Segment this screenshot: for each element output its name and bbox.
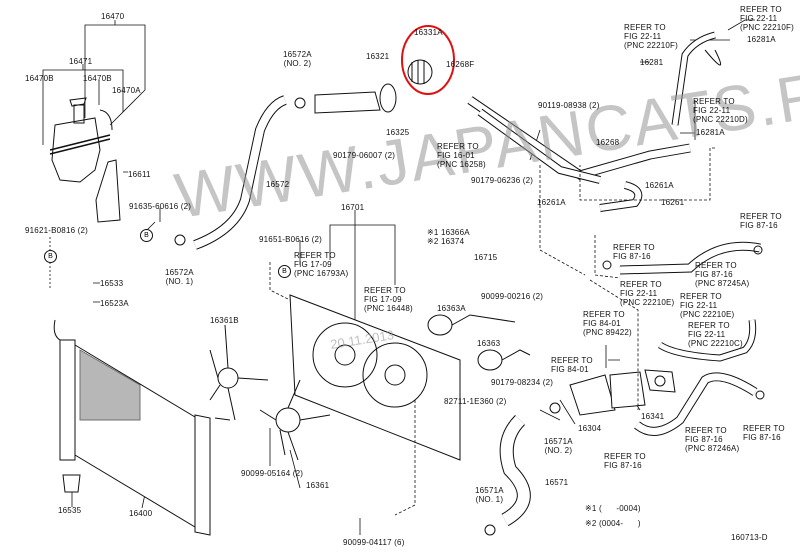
part-label: 16571	[545, 478, 569, 487]
clamps	[174, 97, 765, 536]
water-outlet-16321	[314, 83, 397, 114]
refer-label: REFER TO FIG 84-01 (PNC 89422)	[583, 310, 632, 337]
part-label: 90119-08938 (2)	[538, 101, 600, 110]
diagram-id: 160713-D	[731, 533, 768, 542]
refer-label: REFER TO FIG 87-16	[613, 243, 655, 261]
part-label: 16535	[58, 506, 82, 515]
part-label: 16400	[129, 509, 153, 518]
footnote-2: ※2 (0004- )	[585, 519, 641, 528]
part-label: 90099-00216 (2)	[481, 292, 544, 301]
part-label: ※1 16366A ※2 16374	[427, 228, 470, 246]
refer-label: REFER TO FIG 87-16	[743, 424, 785, 442]
part-label: 91651-B0616 (2)	[259, 235, 323, 244]
refer-label: REFER TO FIG 87-16 (PNC 87245A)	[695, 261, 750, 288]
part-label: 16281A	[696, 128, 725, 137]
part-label: 16361B	[210, 316, 239, 325]
hose-87245A	[619, 241, 761, 275]
refer-label: REFER TO FIG 17-09 (PNC 16448)	[364, 286, 413, 313]
part-label: 16715	[474, 253, 498, 262]
part-label: 16304	[578, 424, 602, 433]
water-inlet-16304	[569, 371, 646, 416]
part-label: 90179-08234 (2)	[491, 378, 554, 387]
radiator-16400	[53, 319, 231, 536]
part-label: 91635-60616 (2)	[129, 202, 192, 211]
hose-22210C	[658, 319, 757, 362]
part-label: 16325	[386, 128, 410, 137]
part-label: 16571A (NO. 1)	[475, 486, 504, 504]
part-label: 90179-06007 (2)	[333, 151, 396, 160]
pipe-16268	[467, 96, 691, 184]
refer-label: REFER TO FIG 22-11 (PNC 22210D)	[693, 97, 748, 124]
part-label: 16572	[266, 180, 290, 189]
part-label: 16363	[477, 339, 501, 348]
marker-b: B	[44, 250, 57, 263]
refer-label: REFER TO FIG 22-11 (PNC 22210F)	[740, 5, 794, 32]
part-label: 16572A (NO. 1)	[165, 268, 194, 286]
hose-16571	[499, 415, 531, 527]
gasket-16341	[644, 369, 676, 393]
thermostat-16331A	[407, 59, 433, 85]
part-label: 16261A	[645, 181, 674, 190]
part-label: 16281A	[747, 35, 776, 44]
part-label: 16572A (NO. 2)	[283, 50, 312, 68]
refer-label: REFER TO FIG 87-16	[604, 452, 646, 470]
refer-label: REFER TO FIG 16-01 (PNC 16258)	[437, 142, 486, 169]
footnote-1: ※1 ( -0004)	[585, 504, 641, 513]
part-label: 16268F	[446, 60, 475, 69]
leader-lines	[42, 19, 755, 535]
part-label: 16571A (NO. 2)	[544, 437, 573, 455]
part-label: 16701	[341, 203, 365, 212]
part-label: 90099-05164 (2)	[241, 469, 304, 478]
refer-label: REFER TO FIG 22-11 (PNC 22210E)	[620, 280, 675, 307]
part-label: 91621-B0816 (2)	[25, 226, 89, 235]
part-label: 16470B	[25, 74, 54, 83]
hose-16572	[193, 95, 287, 250]
fan-16361B	[209, 324, 269, 421]
hose-16261	[599, 181, 643, 212]
marker-b: B	[278, 265, 291, 278]
part-label: 16281	[640, 58, 664, 67]
refer-label: REFER TO FIG 87-16	[740, 212, 782, 230]
part-label: 16341	[641, 412, 665, 421]
part-label: 16533	[100, 279, 124, 288]
part-label: 16470B	[83, 74, 112, 83]
part-label: 16331A	[414, 28, 443, 37]
part-label: 16523A	[100, 299, 129, 308]
refer-label: REFER TO FIG 22-11 (PNC 22210F)	[624, 23, 678, 50]
refer-label: REFER TO FIG 22-11 (PNC 22210C)	[688, 321, 743, 348]
cushion-16535	[62, 474, 81, 493]
marker-b: B	[140, 229, 153, 242]
part-label: 16361	[306, 481, 330, 490]
bracket-16611	[95, 159, 121, 223]
part-label: 16471	[69, 57, 93, 66]
fan-motor-16363	[427, 314, 531, 371]
part-label: 90099-04117 (6)	[343, 538, 405, 547]
part-label: 16470	[101, 12, 125, 21]
refer-label: REFER TO FIG 87-16 (PNC 87246A)	[685, 426, 740, 453]
refer-label: REFER TO FIG 84-01	[551, 356, 593, 374]
part-label: 16268	[596, 138, 620, 147]
refer-label: REFER TO FIG 17-09 (PNC 16793A)	[294, 251, 349, 278]
fan-shroud-16701	[289, 294, 461, 461]
part-label: 16261A	[537, 198, 566, 207]
part-label: 16363A	[437, 304, 466, 313]
part-label: 16321	[366, 52, 390, 61]
part-label: 16611	[128, 170, 151, 179]
fan-16361	[259, 379, 331, 461]
refer-label: REFER TO FIG 22-11 (PNC 22210E)	[680, 292, 735, 319]
reservoir-tank	[49, 97, 113, 183]
part-label: 16470A	[112, 86, 141, 95]
hose-87246A	[634, 372, 758, 436]
part-label: 16261	[661, 198, 685, 207]
highlight-circle	[401, 25, 455, 95]
dashed-guides	[269, 147, 715, 516]
part-label: 90179-06236 (2)	[471, 176, 534, 185]
hose-16281	[671, 31, 722, 126]
part-label: 82711-1E360 (2)	[444, 397, 507, 406]
